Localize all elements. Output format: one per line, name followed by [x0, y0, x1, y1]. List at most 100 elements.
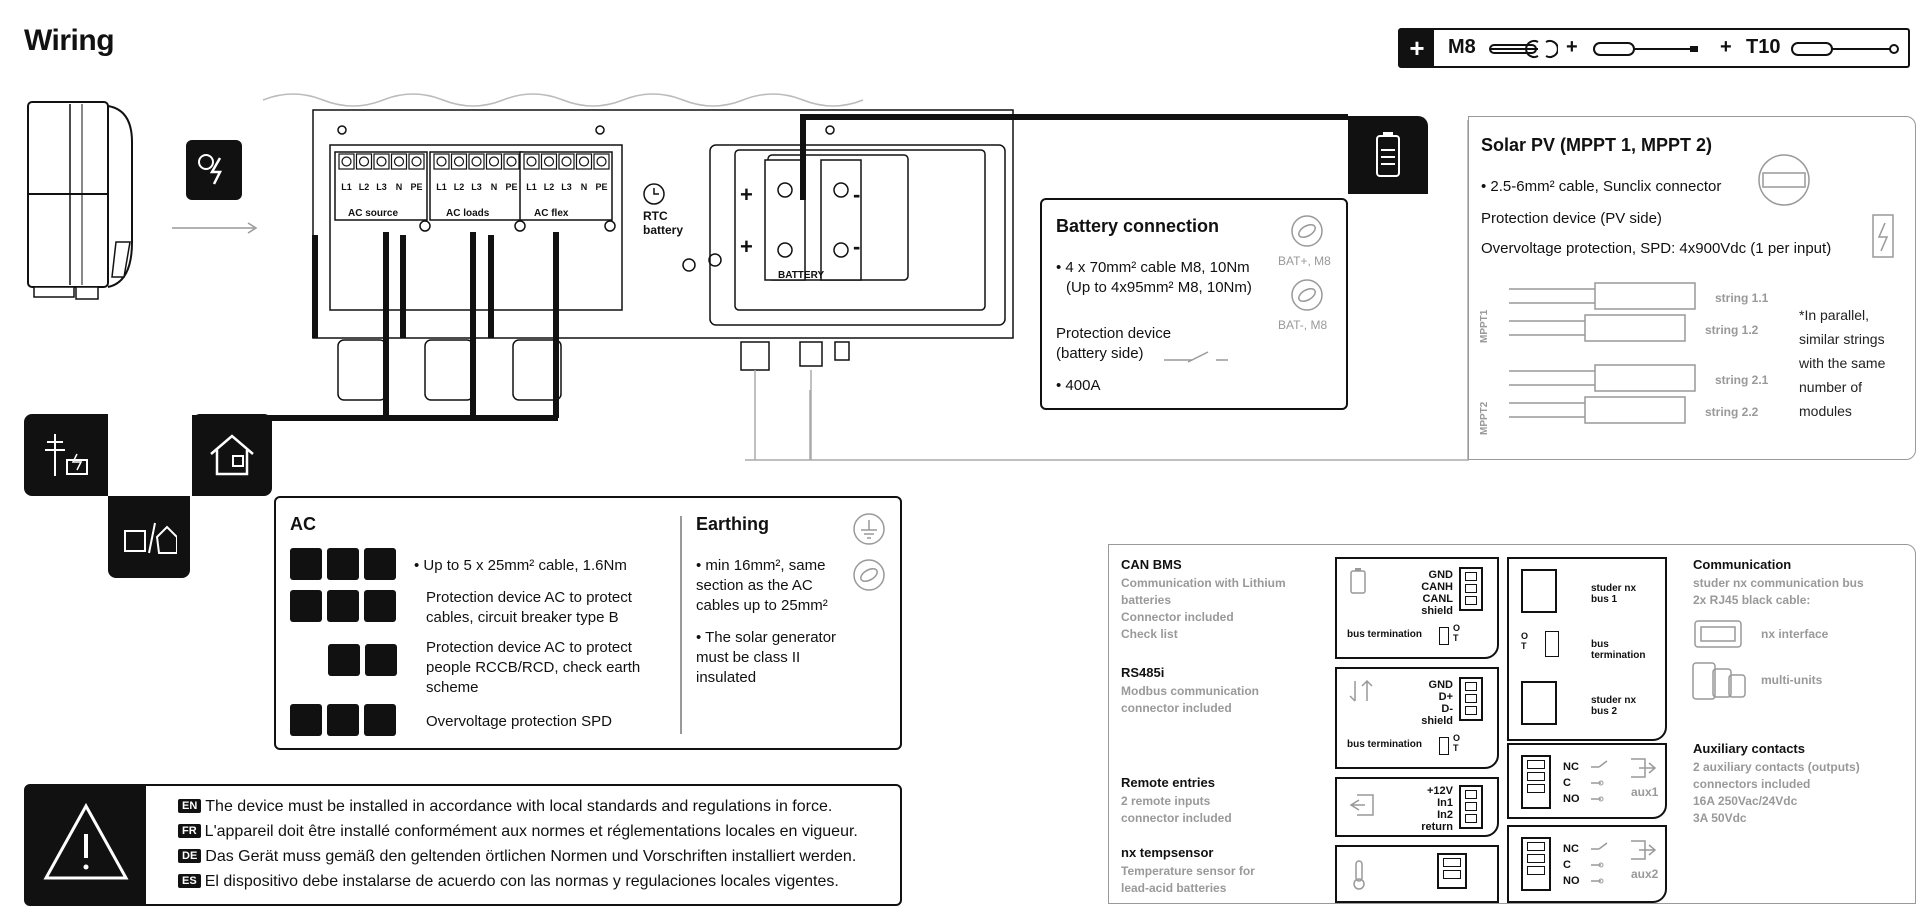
desc-line: Communication with Lithium	[1121, 576, 1286, 590]
rtc-battery-label: RTC battery	[643, 209, 684, 237]
remote-entries-title: Remote entries	[1121, 775, 1215, 790]
grid-icon	[290, 704, 322, 736]
desc-line: batteries	[1121, 593, 1172, 607]
ac-earthing-panel: AC • Up to 5 x 25mm² cable, 1.6Nm Protec…	[274, 496, 902, 750]
nx-interface-label: nx interface	[1761, 627, 1829, 641]
battery-board-label: BATTERY	[778, 270, 825, 281]
remote-pin-labels: +12V In1 In2 return	[1387, 785, 1453, 833]
lang-badge-fr: FR	[178, 824, 201, 838]
pin-label: shield	[1421, 715, 1453, 727]
house-icon	[364, 704, 396, 736]
warning-icon-tile	[26, 786, 146, 904]
house-icon	[192, 414, 272, 496]
grid-icon	[290, 548, 322, 580]
string-1-1-label: string 1.1	[1715, 291, 1769, 305]
pin-label: GND	[1428, 569, 1453, 581]
terminal-label: PE	[410, 182, 423, 192]
plus-icon: +	[1566, 36, 1578, 58]
terminal-screw-head	[506, 156, 517, 167]
rj45-port-1[interactable]	[1521, 569, 1557, 613]
earthing-title: Earthing	[696, 514, 770, 534]
terminal-label: L3	[471, 182, 482, 192]
terminal-screw-head	[578, 156, 590, 167]
solar-spd: Overvoltage protection, SPD: 4x900Vdc (1…	[1481, 240, 1832, 257]
torx-screwdriver-icon	[1791, 42, 1899, 56]
switch-o-label: O	[1521, 631, 1529, 641]
pin-label: NC	[1563, 761, 1579, 773]
output-arrow-icon	[1631, 840, 1657, 860]
generator-icon	[327, 704, 359, 736]
page-title: Wiring	[24, 24, 115, 57]
terminal-screw-head	[488, 156, 500, 167]
rs485-title: RS485i	[1121, 665, 1165, 680]
earthing-spec: • min 16mm², same section as the AC cabl…	[696, 557, 828, 614]
note-line: number of	[1799, 379, 1863, 395]
termination-switch[interactable]	[1439, 737, 1449, 755]
bidirectional-arrow-icon	[1349, 679, 1373, 702]
battery-plus-top: +	[740, 182, 753, 207]
desc-line: studer nx communication bus	[1693, 576, 1864, 590]
relay-contact-icon	[1591, 842, 1608, 884]
lang-badge-de: DE	[178, 849, 202, 863]
lug-icon	[853, 559, 885, 591]
pin-label: CANH	[1421, 581, 1453, 593]
aux2-terminal-block	[1521, 837, 1551, 891]
pin-label: C	[1563, 859, 1571, 871]
tempsensor-desc: Temperature sensor for lead-acid batteri…	[1121, 863, 1255, 897]
generator-icon	[327, 548, 359, 580]
rj45-port-2[interactable]	[1521, 681, 1557, 725]
desc-line: 3A 50Vdc	[1693, 811, 1747, 825]
switch-t-label: T	[1453, 633, 1459, 643]
pin-label: return	[1421, 821, 1453, 833]
aux1-connector: NC C NO aux1	[1507, 743, 1667, 819]
relay-contact-icon	[1591, 760, 1608, 802]
mounting-hole	[604, 220, 616, 232]
communication-desc: studer nx communication bus 2x RJ45 blac…	[1693, 575, 1864, 609]
note-line: modules	[1799, 403, 1852, 419]
grid-icon	[290, 590, 322, 622]
terminal-label: L1	[341, 182, 352, 192]
battery-small-icon	[1350, 568, 1366, 594]
terminal-label: L3	[376, 182, 387, 192]
earthing-class-ii: • The solar generator must be class II i…	[696, 629, 837, 686]
terminal-label: L2	[453, 182, 465, 192]
aux2-pin-labels: NC C NO	[1563, 841, 1580, 889]
solar-pv-panel: Solar PV (MPPT 1, MPPT 2) • 2.5-6mm² cab…	[1468, 116, 1916, 460]
house-icon	[365, 644, 397, 676]
rs485-desc: Modbus communication connector included	[1121, 683, 1259, 717]
aux1-pin-labels: NC C NO	[1563, 759, 1580, 807]
lug-icon	[1291, 215, 1323, 247]
terminal-screw-head	[471, 156, 482, 167]
rs485-bus-termination: bus termination	[1347, 739, 1423, 750]
solar-protection: Protection device (PV side)	[1481, 210, 1662, 227]
disconnect-warning-icon	[186, 140, 242, 200]
ac-icon-row-4	[290, 704, 401, 741]
ac-icon-row-2	[290, 590, 401, 627]
desc-line: connector included	[1121, 811, 1232, 825]
terminal-screw	[338, 153, 355, 170]
aux2-label: aux2	[1631, 867, 1659, 881]
ac-icon-row-3	[328, 644, 402, 681]
arrow-right-icon	[172, 222, 258, 234]
can-terminal-block	[1459, 567, 1483, 611]
mppt2-label: MPPT2	[1479, 401, 1490, 435]
termination-switch[interactable]	[1545, 631, 1559, 657]
thermometer-icon	[1353, 860, 1365, 890]
ac-loads-label: AC loads	[446, 208, 490, 219]
terminal-screw-head	[376, 156, 387, 167]
terminal-screw	[558, 153, 575, 170]
desc-line: Modbus communication	[1121, 684, 1259, 698]
nx-bus-1-label: studer nx bus 1	[1591, 583, 1637, 605]
battery-minus-bottom: -	[853, 234, 861, 259]
panel-divider	[680, 516, 682, 734]
battery-protection-side: (battery side)	[1056, 345, 1144, 362]
sunclix-connector-icon	[1758, 154, 1810, 206]
termination-switch[interactable]	[1439, 627, 1449, 645]
terminal-screw	[540, 153, 558, 170]
